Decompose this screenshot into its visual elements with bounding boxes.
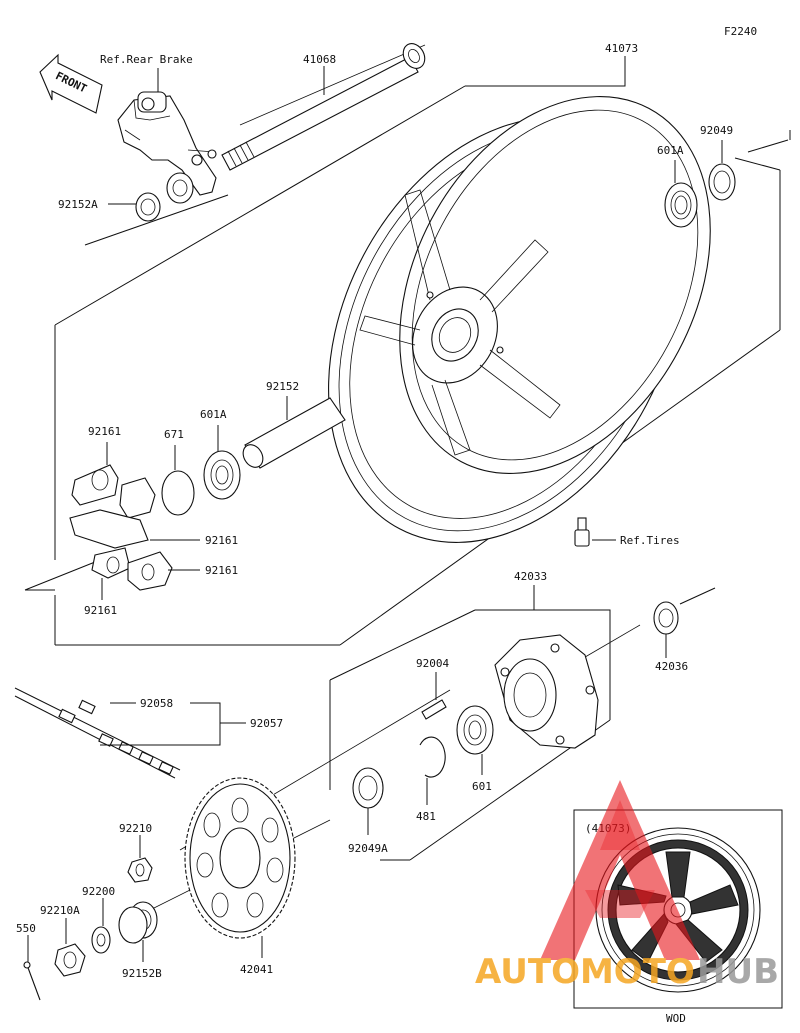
watermark-text-b: HUB	[697, 952, 779, 992]
label-92200: 92200	[82, 885, 115, 898]
coupling-collar	[653, 601, 679, 635]
label-92161-bottom: 92161	[84, 604, 117, 617]
cotter-pin	[23, 961, 41, 1001]
ref-rear-brake: Ref.Rear Brake	[100, 53, 193, 66]
coupling-seal	[352, 767, 384, 809]
label-92161-mid: 92161	[205, 534, 238, 547]
label-42036: 42036	[655, 660, 688, 673]
collar-left	[135, 172, 194, 222]
label-92049a: 92049A	[348, 842, 388, 855]
bearing-right	[664, 182, 698, 228]
o-ring	[161, 470, 195, 516]
label-92161-top: 92161	[88, 425, 121, 438]
label-92004: 92004	[416, 657, 449, 670]
sprocket-coupling	[494, 634, 599, 749]
label-601a-left: 601A	[200, 408, 227, 421]
label-92152: 92152	[266, 380, 299, 393]
watermark-text-a: AUTOMOTO	[475, 952, 695, 992]
seal-right	[708, 163, 736, 201]
rear-sprocket	[184, 777, 296, 939]
rear-brake-bracket	[117, 91, 217, 196]
label-92210: 92210	[119, 822, 152, 835]
axle-collar	[118, 901, 158, 944]
label-92058: 92058	[140, 697, 173, 710]
circlip	[419, 736, 446, 778]
label-41073: 41073	[605, 42, 638, 55]
washer	[91, 926, 111, 954]
label-550: 550	[16, 922, 36, 935]
label-42033: 42033	[514, 570, 547, 583]
tire-valve	[574, 517, 590, 547]
coupling-stud	[421, 699, 447, 720]
collar-center	[242, 397, 346, 469]
axle-shaft	[207, 43, 426, 171]
axle-nut	[54, 943, 86, 977]
wheel-dampers	[69, 464, 173, 591]
label-92152a: 92152A	[58, 198, 98, 211]
diagram-id: F2240	[724, 25, 757, 38]
watermark-logo: AUTOMOTO HUB	[475, 780, 779, 992]
label-92057: 92057	[250, 717, 283, 730]
watermark-triangle-icon	[540, 780, 700, 960]
label-92152b: 92152B	[122, 967, 162, 980]
label-671: 671	[164, 428, 184, 441]
rear-wheel	[328, 96, 711, 543]
drive-chain	[14, 687, 181, 779]
sprocket-nut	[127, 857, 153, 883]
coupling-bearing	[456, 705, 494, 755]
inset-caption: WOD	[666, 1012, 686, 1025]
label-601a-right: 601A	[657, 144, 684, 157]
label-92161-low: 92161	[205, 564, 238, 577]
ref-tires: Ref.Tires	[620, 534, 680, 547]
label-601: 601	[472, 780, 492, 793]
label-41068: 41068	[303, 53, 336, 66]
label-92049: 92049	[700, 124, 733, 137]
label-42041: 42041	[240, 963, 273, 976]
bearing-left	[203, 450, 241, 500]
label-92210a: 92210A	[40, 904, 80, 917]
front-arrow: FRONT	[39, 53, 103, 114]
label-481: 481	[416, 810, 436, 823]
